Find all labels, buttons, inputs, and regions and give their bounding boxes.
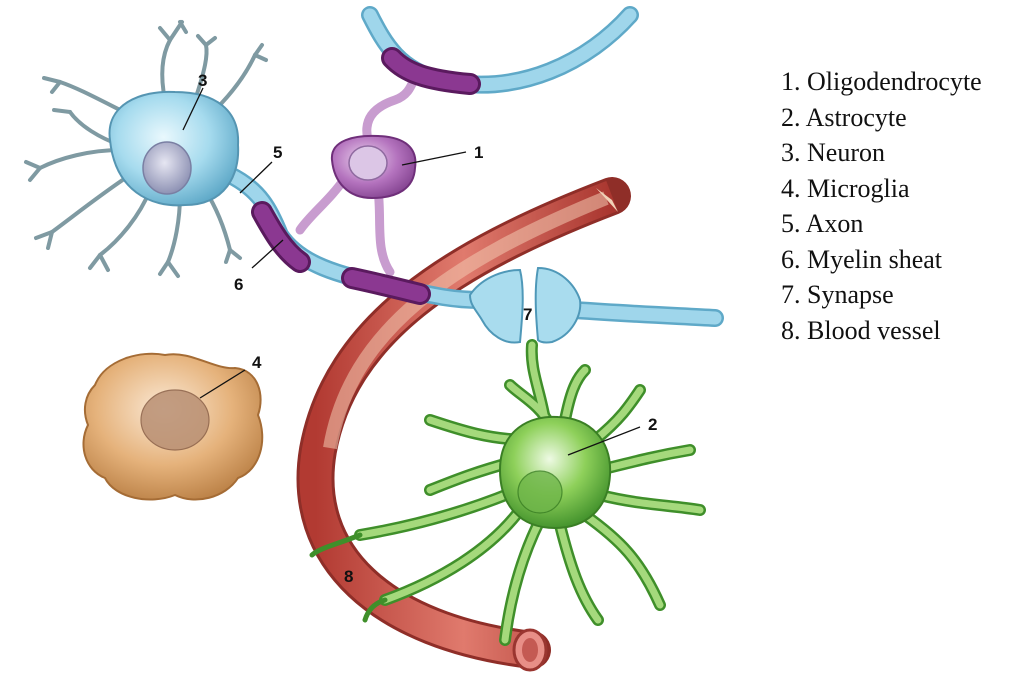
legend-item-oligodendrocyte: 1. Oligodendrocyte [781, 64, 982, 100]
marker-synapse: 7 [523, 305, 532, 324]
oligodendrocyte [332, 136, 416, 198]
legend-item-neuron: 3. Neuron [781, 135, 982, 171]
marker-neuron: 3 [198, 71, 207, 90]
legend-item-microglia: 4. Microglia [781, 171, 982, 207]
legend-item-axon: 5. Axon [781, 206, 982, 242]
legend: 1. Oligodendrocyte 2. Astrocyte 3. Neuro… [781, 64, 982, 348]
marker-microglia: 4 [252, 353, 262, 372]
neuron [110, 92, 239, 205]
marker-astrocyte: 2 [648, 415, 657, 434]
legend-item-astrocyte: 2. Astrocyte [781, 100, 982, 136]
legend-item-synapse: 7. Synapse [781, 277, 982, 313]
marker-oligodendrocyte: 1 [474, 143, 483, 162]
astrocyte [500, 417, 610, 528]
marker-axon: 5 [273, 143, 282, 162]
marker-blood-vessel: 8 [344, 567, 353, 586]
legend-item-blood-vessel: 8. Blood vessel [781, 313, 982, 349]
legend-item-myelin-sheat: 6. Myelin sheat [781, 242, 982, 278]
marker-myelin-sheat: 6 [234, 275, 243, 294]
